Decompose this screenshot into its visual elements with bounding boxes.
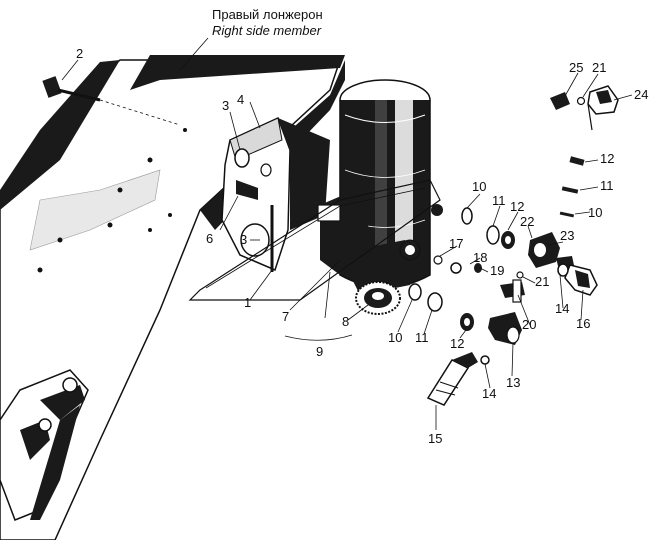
callout-17: 17	[449, 236, 463, 251]
title-en: Right side member	[212, 23, 322, 38]
seal-rings-group	[408, 207, 515, 331]
parts-24-25	[550, 85, 619, 131]
callout-13: 13	[506, 375, 520, 390]
callout-19: 19	[490, 263, 504, 278]
elbow-13	[488, 312, 522, 345]
callout-9: 9	[316, 344, 323, 359]
callout-4: 4	[237, 92, 244, 107]
callout-14-right: 14	[555, 301, 569, 316]
callout-10-top: 10	[472, 179, 486, 194]
callout-12-top: 12	[510, 199, 524, 214]
title-ru: Правый лонжерон	[212, 7, 323, 22]
callout-6: 6	[206, 231, 213, 246]
small-parts-right	[559, 156, 585, 218]
callout-11-bottom: 11	[415, 330, 429, 345]
callout-3-top: 3	[222, 98, 229, 113]
callout-18: 18	[473, 250, 487, 265]
washer-21	[516, 271, 524, 279]
callout-3-mid: 3	[240, 232, 247, 247]
cross-bracket	[0, 369, 89, 521]
fitting-20	[500, 279, 525, 303]
bolt-2	[42, 76, 181, 126]
fitting-16	[557, 263, 598, 296]
callout-25: 25	[569, 60, 583, 75]
callout-2: 2	[76, 46, 83, 61]
callout-20: 20	[522, 317, 536, 332]
callout-11-right: 11	[600, 178, 614, 193]
callout-22: 22	[520, 214, 534, 229]
bracket-outline	[188, 179, 441, 301]
callout-7: 7	[282, 309, 289, 324]
leader-lines	[61, 37, 633, 430]
callout-24: 24	[634, 87, 648, 102]
callout-8: 8	[342, 314, 349, 329]
callout-10-bottom: 10	[388, 330, 402, 345]
callout-11-top: 11	[492, 193, 506, 208]
mounting-bracket	[221, 116, 330, 272]
callout-15: 15	[428, 431, 442, 446]
fitting-15	[426, 352, 478, 406]
callout-12-right: 12	[600, 151, 614, 166]
callout-10-right: 10	[588, 205, 602, 220]
o-ring-14	[480, 355, 490, 365]
callout-1: 1	[244, 295, 251, 310]
callout-21-mid: 21	[535, 274, 549, 289]
callout-12-bottom: 12	[450, 336, 464, 351]
callout-21-top: 21	[592, 60, 606, 75]
callout-23: 23	[560, 228, 574, 243]
callout-14-bottom: 14	[482, 386, 496, 401]
callout-16: 16	[576, 316, 590, 331]
